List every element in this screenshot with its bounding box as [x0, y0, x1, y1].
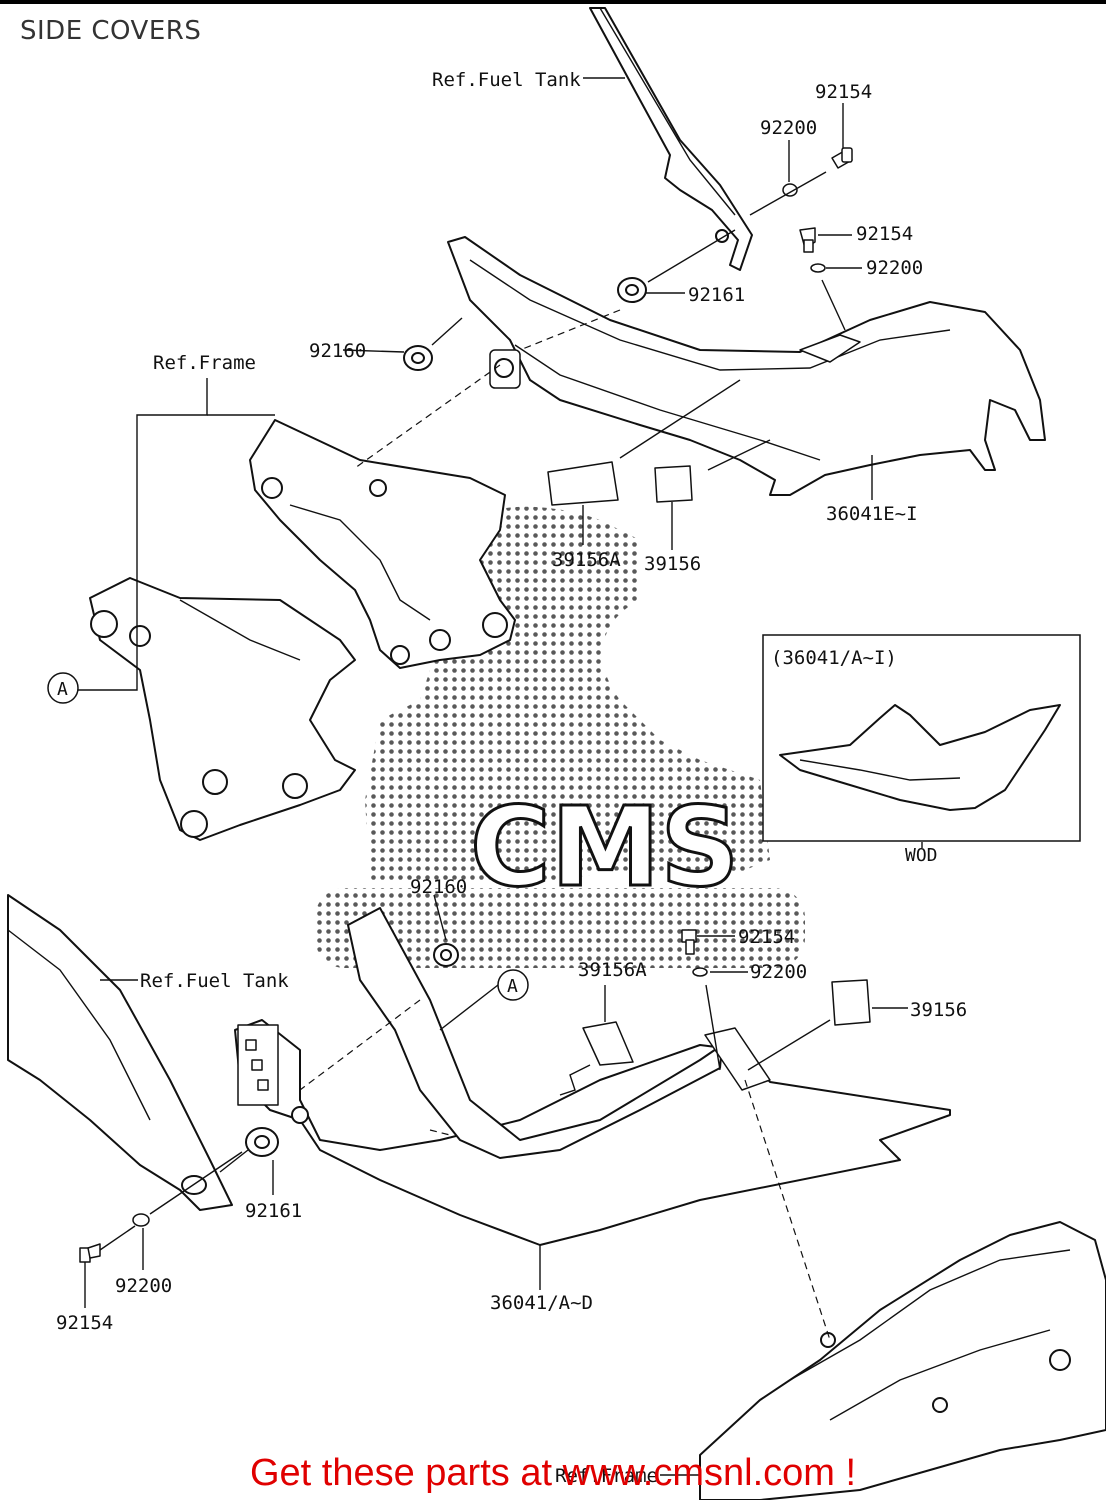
- label-inset-title: (36041/A~I): [771, 647, 897, 669]
- label-39156A-bottom: 39156A: [578, 959, 647, 981]
- reference-marker-a-bottom: A: [497, 969, 529, 1001]
- label-92154-mid: 92154: [856, 223, 913, 245]
- label-ref-fuel-tank-top: Ref.Fuel Tank: [432, 69, 581, 91]
- leader-lines: [77, 77, 923, 1476]
- bottom-fasteners: [79, 929, 871, 1263]
- frame-reference-brackets: [89, 419, 516, 841]
- label-92161-bottom: 92161: [245, 1200, 302, 1222]
- label-ref-fuel-tank-bottom: Ref.Fuel Tank: [140, 970, 289, 992]
- page-title: SIDE COVERS: [20, 16, 202, 46]
- upper-side-cover-36041E: [447, 236, 1046, 496]
- label-ref-frame-top: Ref.Frame: [153, 352, 256, 374]
- label-92200-top: 92200: [760, 117, 817, 139]
- frame-reference-bottom: [699, 1221, 1106, 1500]
- label-39156-top: 39156: [644, 553, 701, 575]
- svg-text:A: A: [57, 679, 68, 700]
- label-92200-bottom-left: 92200: [115, 1275, 172, 1297]
- label-36041E-I: 36041E~I: [826, 503, 918, 525]
- svg-text:A: A: [507, 976, 518, 997]
- label-92200-mid: 92200: [866, 257, 923, 279]
- watermark-text: CMS: [470, 783, 739, 911]
- fuel-tank-reference-bottom: [7, 894, 233, 1211]
- label-92200-bottom-right: 92200: [750, 961, 807, 983]
- label-92154-top: 92154: [815, 81, 872, 103]
- top-border: [0, 0, 1106, 4]
- label-39156A-top: 39156A: [552, 549, 621, 571]
- label-92154-bottom-right: 92154: [738, 926, 795, 948]
- fuel-tank-reference-top: [589, 7, 753, 271]
- label-92160-bottom: 92160: [410, 876, 467, 898]
- label-inset-caption: WOD: [905, 845, 938, 866]
- inset-variant-box: [762, 634, 1081, 842]
- top-fasteners: [403, 147, 853, 506]
- label-36041-A-D: 36041/A~D: [490, 1292, 593, 1314]
- footer-call-to-action[interactable]: Get these parts at www.cmsnl.com !: [249, 1452, 857, 1494]
- label-39156-bottom: 39156: [910, 999, 967, 1021]
- label-92154-bottom-left: 92154: [56, 1312, 113, 1334]
- reference-marker-a-left: A: [47, 672, 79, 704]
- callout-labels: Ref.Fuel Tank 92154 92200 92154 92200 92…: [56, 69, 967, 1487]
- label-92161-top: 92161: [688, 284, 745, 306]
- label-92160-top: 92160: [309, 340, 366, 362]
- label-ref-frame-bottom: Ref.Frame: [555, 1465, 658, 1487]
